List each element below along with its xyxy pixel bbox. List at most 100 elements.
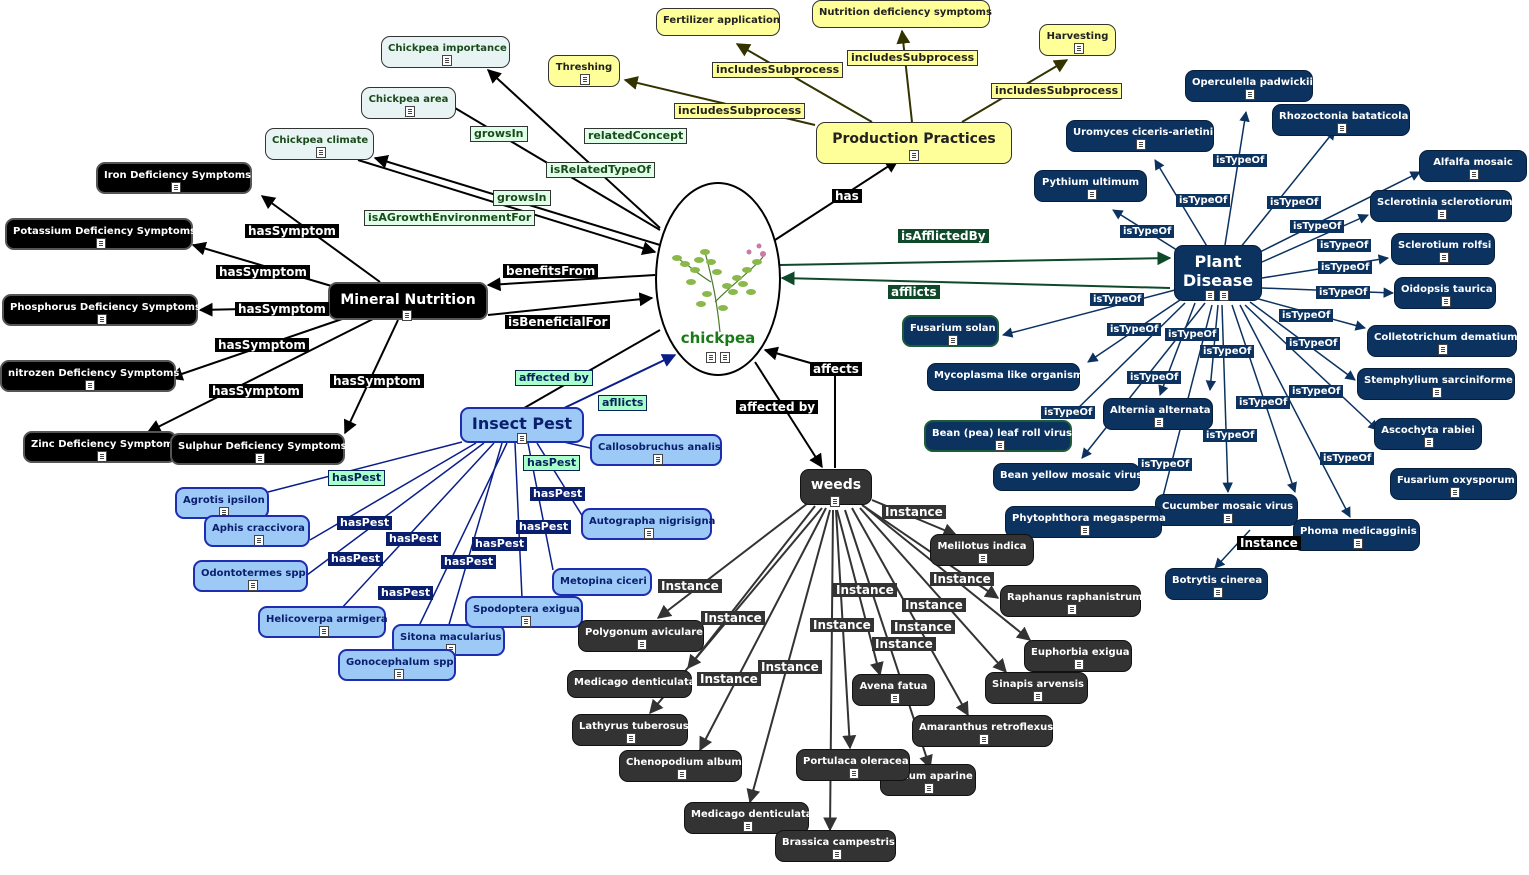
node-fertilizer-application[interactable]: Fertilizer application bbox=[656, 8, 780, 36]
sub-map-icon[interactable] bbox=[1219, 290, 1229, 301]
node-polygonum-aviculare[interactable]: Polygonum aviculare bbox=[578, 620, 704, 652]
document-icon[interactable] bbox=[1439, 252, 1449, 263]
sub-map-icon[interactable] bbox=[720, 352, 730, 363]
document-icon[interactable] bbox=[319, 626, 329, 637]
document-icon[interactable] bbox=[677, 769, 687, 780]
document-icon[interactable] bbox=[909, 150, 919, 161]
node-colletotrichum-dematium[interactable]: Colletotrichum dematium bbox=[1367, 325, 1518, 357]
document-icon[interactable] bbox=[1469, 169, 1479, 180]
document-icon[interactable] bbox=[653, 454, 663, 465]
document-icon[interactable] bbox=[743, 821, 753, 832]
node-bean-yellow-mosaic-virus[interactable]: Bean yellow mosaic virus bbox=[993, 463, 1142, 491]
document-icon[interactable] bbox=[402, 310, 412, 321]
document-icon[interactable] bbox=[1087, 189, 1097, 200]
node-ascochyta-rabiei[interactable]: Ascochyta rabiei bbox=[1374, 418, 1482, 450]
node-medicago-denticulata[interactable]: Medicago denticulata bbox=[567, 670, 696, 698]
document-icon[interactable] bbox=[644, 528, 654, 539]
plant-disease-hub[interactable]: Plant Disease bbox=[1174, 245, 1262, 301]
node-callosobruchus-analis[interactable]: Callosobruchus analis bbox=[590, 434, 722, 466]
node-nitrozen-deficiency-symptoms[interactable]: nitrozen Deficiency Symptoms bbox=[0, 360, 179, 392]
document-icon[interactable] bbox=[1438, 344, 1448, 355]
node-portulaca-oleracea[interactable]: Portulaca oleracea bbox=[796, 749, 910, 781]
document-icon[interactable] bbox=[830, 496, 840, 507]
document-icon[interactable] bbox=[849, 768, 859, 779]
document-icon[interactable] bbox=[521, 616, 531, 627]
document-icon[interactable] bbox=[1441, 296, 1451, 307]
node-melilotus-indica[interactable]: Melilotus indica bbox=[930, 534, 1034, 566]
node-sulphur-deficiency-symptoms[interactable]: Sulphur Deficiency Symptoms bbox=[170, 433, 347, 465]
node-phoma-medicagginis[interactable]: Phoma medicagginis bbox=[1293, 519, 1420, 551]
document-icon[interactable] bbox=[1033, 691, 1043, 702]
node-nutrition-deficiency-symptoms[interactable]: Nutrition deficiency symptoms bbox=[812, 0, 992, 28]
document-icon[interactable] bbox=[96, 238, 106, 249]
document-icon[interactable] bbox=[1437, 209, 1447, 220]
document-icon[interactable] bbox=[1074, 659, 1084, 670]
document-icon[interactable] bbox=[1136, 139, 1146, 150]
insect-pest-hub[interactable]: Insect Pest bbox=[460, 407, 584, 444]
node-chickpea-area[interactable]: Chickpea area bbox=[361, 87, 456, 119]
node-cucumber-mosaic-virus[interactable]: Cucumber mosaic virus bbox=[1155, 494, 1298, 526]
node-gonocephalum-spp[interactable]: Gonocephalum spp bbox=[338, 649, 456, 681]
node-rhozoctonia-bataticola[interactable]: Rhozoctonia bataticola bbox=[1272, 104, 1410, 136]
document-icon[interactable] bbox=[832, 849, 842, 860]
node-phytophthora-megasperma[interactable]: Phytophthora megasperma bbox=[1005, 506, 1166, 538]
document-icon[interactable] bbox=[1080, 525, 1090, 536]
node-amaranthus-retroflexus[interactable]: Amaranthus retroflexus bbox=[912, 715, 1053, 747]
node-sclerotinia-sclerotiorum[interactable]: Sclerotinia sclerotiorum bbox=[1370, 190, 1513, 222]
weeds-hub[interactable]: weeds bbox=[800, 469, 872, 507]
document-icon[interactable] bbox=[580, 74, 590, 85]
document-icon[interactable] bbox=[442, 55, 452, 66]
node-alternia-alternata[interactable]: Alternia alternata bbox=[1103, 398, 1213, 430]
node-fusarium-solan[interactable]: Fusarium solan bbox=[902, 315, 999, 347]
node-sinapis-arvensis[interactable]: Sinapis arvensis bbox=[985, 672, 1088, 704]
node-odontotermes-spp[interactable]: Odontotermes spp bbox=[193, 560, 308, 592]
chickpea-center-node[interactable]: chickpea bbox=[655, 182, 781, 376]
node-sclerotium-rolfsi[interactable]: Sclerotium rolfsi bbox=[1391, 233, 1495, 265]
node-mycoplasma-like-organisms[interactable]: Mycoplasma like organisms bbox=[927, 363, 1089, 391]
node-bean-pea-leaf-roll-virus[interactable]: Bean (pea) leaf roll virus bbox=[924, 420, 1072, 452]
node-raphanus-raphanistrum[interactable]: Raphanus raphanistrum bbox=[1000, 585, 1143, 617]
document-icon[interactable] bbox=[979, 734, 989, 745]
node-metopina-ciceri[interactable]: Metopina ciceri bbox=[552, 568, 652, 596]
node-harvesting[interactable]: Harvesting bbox=[1039, 24, 1116, 56]
document-icon[interactable] bbox=[85, 380, 95, 391]
document-icon[interactable] bbox=[517, 433, 527, 444]
node-chickpea-importance[interactable]: Chickpea importance bbox=[381, 36, 510, 68]
node-euphorbia-exigua[interactable]: Euphorbia exigua bbox=[1024, 640, 1132, 672]
document-icon[interactable] bbox=[924, 783, 934, 794]
production-practices-hub[interactable]: Production Practices bbox=[816, 122, 1012, 164]
document-icon[interactable] bbox=[890, 693, 900, 704]
document-icon[interactable] bbox=[1424, 437, 1434, 448]
node-pythium-ultimum[interactable]: Pythium ultimum bbox=[1034, 170, 1147, 202]
node-oidopsis-taurica[interactable]: Oidopsis taurica bbox=[1394, 277, 1496, 309]
node-brassica-campestris[interactable]: Brassica campestris bbox=[775, 830, 896, 862]
node-lathyrus-tuberosus[interactable]: Lathyrus tuberosus bbox=[572, 714, 689, 746]
node-uromyces-ciceris-arietini[interactable]: Uromyces ciceris-arietini bbox=[1066, 120, 1214, 152]
document-icon[interactable] bbox=[255, 453, 265, 464]
document-icon[interactable] bbox=[1074, 43, 1084, 54]
document-icon[interactable] bbox=[978, 553, 988, 564]
node-autographa-nigrisigna[interactable]: Autographa nigrisigna bbox=[581, 508, 715, 540]
document-icon[interactable] bbox=[1337, 123, 1347, 134]
document-icon[interactable] bbox=[1245, 89, 1255, 100]
node-aphis-craccivora[interactable]: Aphis craccivora bbox=[204, 515, 310, 547]
document-icon[interactable] bbox=[626, 733, 636, 744]
node-chenopodium-album[interactable]: Chenopodium album bbox=[619, 750, 742, 782]
node-spodoptera-exigua[interactable]: Spodoptera exigua bbox=[465, 596, 583, 628]
node-operculella-padwickii[interactable]: Operculella padwickii bbox=[1185, 70, 1313, 102]
document-icon[interactable] bbox=[248, 580, 258, 591]
document-icon[interactable] bbox=[637, 639, 647, 650]
node-potassium-deficiency-symptoms[interactable]: Potassium Deficiency Symptoms bbox=[5, 218, 196, 250]
document-icon[interactable] bbox=[1450, 487, 1460, 498]
node-helicoverpa-armigera[interactable]: Helicoverpa armigera bbox=[258, 606, 388, 638]
document-icon[interactable] bbox=[1353, 538, 1363, 549]
node-avena-fatua[interactable]: Avena fatua bbox=[852, 674, 935, 706]
document-icon[interactable] bbox=[97, 451, 107, 462]
document-icon[interactable] bbox=[394, 669, 404, 680]
document-icon[interactable] bbox=[948, 335, 958, 346]
node-botrytis-cinerea[interactable]: Botrytis cinerea bbox=[1165, 568, 1268, 600]
document-icon[interactable] bbox=[1213, 587, 1223, 598]
document-icon[interactable] bbox=[254, 535, 264, 546]
node-phosphorus-deficiency-symptoms[interactable]: Phosphorus Deficiency Symptoms bbox=[2, 294, 201, 326]
document-icon[interactable] bbox=[1154, 417, 1164, 428]
